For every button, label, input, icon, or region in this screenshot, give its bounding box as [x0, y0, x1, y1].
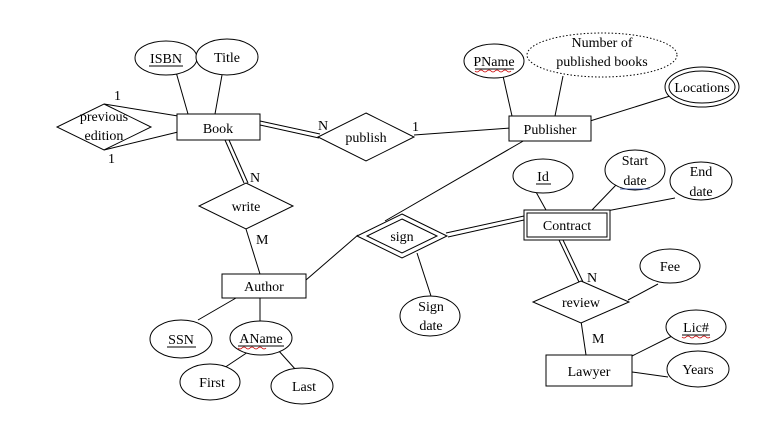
attribute-start-date-line2: date — [623, 174, 646, 189]
relationship-sign-label: sign — [390, 230, 413, 245]
relationship-previous-edition-line1: previous — [80, 110, 128, 125]
attribute-first[interactable]: First — [179, 363, 241, 401]
spellcheck-squiggle — [474, 69, 512, 73]
attribute-years[interactable]: Years — [666, 350, 730, 388]
attribute-id[interactable]: Id — [512, 158, 574, 194]
entity-book-label: Book — [203, 122, 233, 137]
spellcheck-squiggle — [237, 346, 267, 350]
attribute-number-published[interactable]: Number of published books — [526, 32, 678, 78]
spellcheck-squiggle — [681, 335, 711, 339]
attribute-last[interactable]: Last — [270, 367, 334, 405]
attribute-fee[interactable]: Fee — [639, 248, 701, 284]
attribute-sign-date-line2: date — [419, 319, 442, 334]
cardinality-prev-bottom: 1 — [108, 152, 115, 167]
relationship-previous-edition-line2: edition — [85, 129, 124, 144]
entity-book[interactable]: Book — [176, 113, 261, 141]
entity-lawyer-label: Lawyer — [568, 365, 611, 380]
attribute-end-date-line1: End — [690, 165, 713, 180]
entity-author-label: Author — [244, 280, 284, 295]
cardinality-write-book: N — [250, 171, 260, 186]
entity-contract[interactable]: Contract — [523, 209, 611, 241]
attribute-pname[interactable]: PName — [463, 43, 525, 79]
cardinality-review-lawyer: M — [592, 332, 605, 347]
attribute-id-label: Id — [537, 170, 549, 185]
entity-contract-label: Contract — [543, 219, 591, 234]
entity-publisher[interactable]: Publisher — [508, 115, 592, 142]
attribute-ssn-label: SSN — [168, 333, 194, 348]
relationship-publish[interactable]: publish — [316, 112, 416, 162]
attribute-years-label: Years — [682, 363, 713, 378]
attribute-number-published-line1: Number of — [571, 36, 632, 51]
entity-publisher-label: Publisher — [524, 123, 577, 138]
entity-author[interactable]: Author — [221, 273, 307, 299]
attribute-number-published-line2: published books — [556, 55, 647, 70]
relationship-review-label: review — [562, 296, 601, 311]
relationship-write[interactable]: write — [197, 182, 295, 230]
attribute-end-date-line2: date — [689, 185, 712, 200]
entity-lawyer[interactable]: Lawyer — [545, 354, 633, 387]
attribute-sign-date[interactable]: Sign date — [399, 295, 461, 337]
cardinality-prev-top: 1 — [114, 89, 121, 104]
relationship-sign[interactable]: sign — [355, 213, 449, 259]
attribute-aname-label: AName — [239, 332, 283, 347]
attribute-locations-label: Locations — [674, 81, 729, 96]
cardinality-review-contract: N — [587, 271, 597, 286]
attribute-sign-date-line1: Sign — [418, 300, 444, 315]
attribute-fee-label: Fee — [660, 260, 680, 275]
attribute-isbn[interactable]: ISBN — [134, 40, 198, 76]
cardinality-publish-book: N — [318, 119, 328, 134]
connector-lines — [103, 71, 676, 378]
cardinality-publish-publisher: 1 — [412, 120, 419, 135]
attribute-start-date-line1: Start — [622, 154, 649, 169]
attribute-lic[interactable]: Lic# — [665, 309, 727, 345]
cardinality-labels: 1 1 N 1 N M N M — [108, 89, 605, 347]
attribute-title[interactable]: Title — [195, 38, 259, 76]
relationship-write-label: write — [232, 200, 261, 215]
relationship-review[interactable]: review — [531, 280, 631, 324]
attribute-first-label: First — [199, 376, 225, 391]
attribute-ssn[interactable]: SSN — [149, 319, 213, 359]
attribute-aname[interactable]: AName — [229, 320, 293, 356]
cardinality-write-author: M — [256, 233, 269, 248]
attribute-pname-label: PName — [473, 55, 514, 70]
attribute-isbn-label: ISBN — [150, 52, 182, 67]
relationship-previous-edition[interactable]: previous edition — [55, 103, 153, 151]
attribute-start-date[interactable]: Start date — [604, 149, 666, 191]
relationship-publish-label: publish — [345, 131, 386, 146]
attribute-last-label: Last — [292, 380, 316, 395]
attribute-locations[interactable]: Locations — [664, 66, 740, 108]
attribute-title-label: Title — [214, 51, 240, 66]
attribute-lic-label: Lic# — [683, 321, 709, 336]
attribute-end-date[interactable]: End date — [669, 161, 733, 201]
